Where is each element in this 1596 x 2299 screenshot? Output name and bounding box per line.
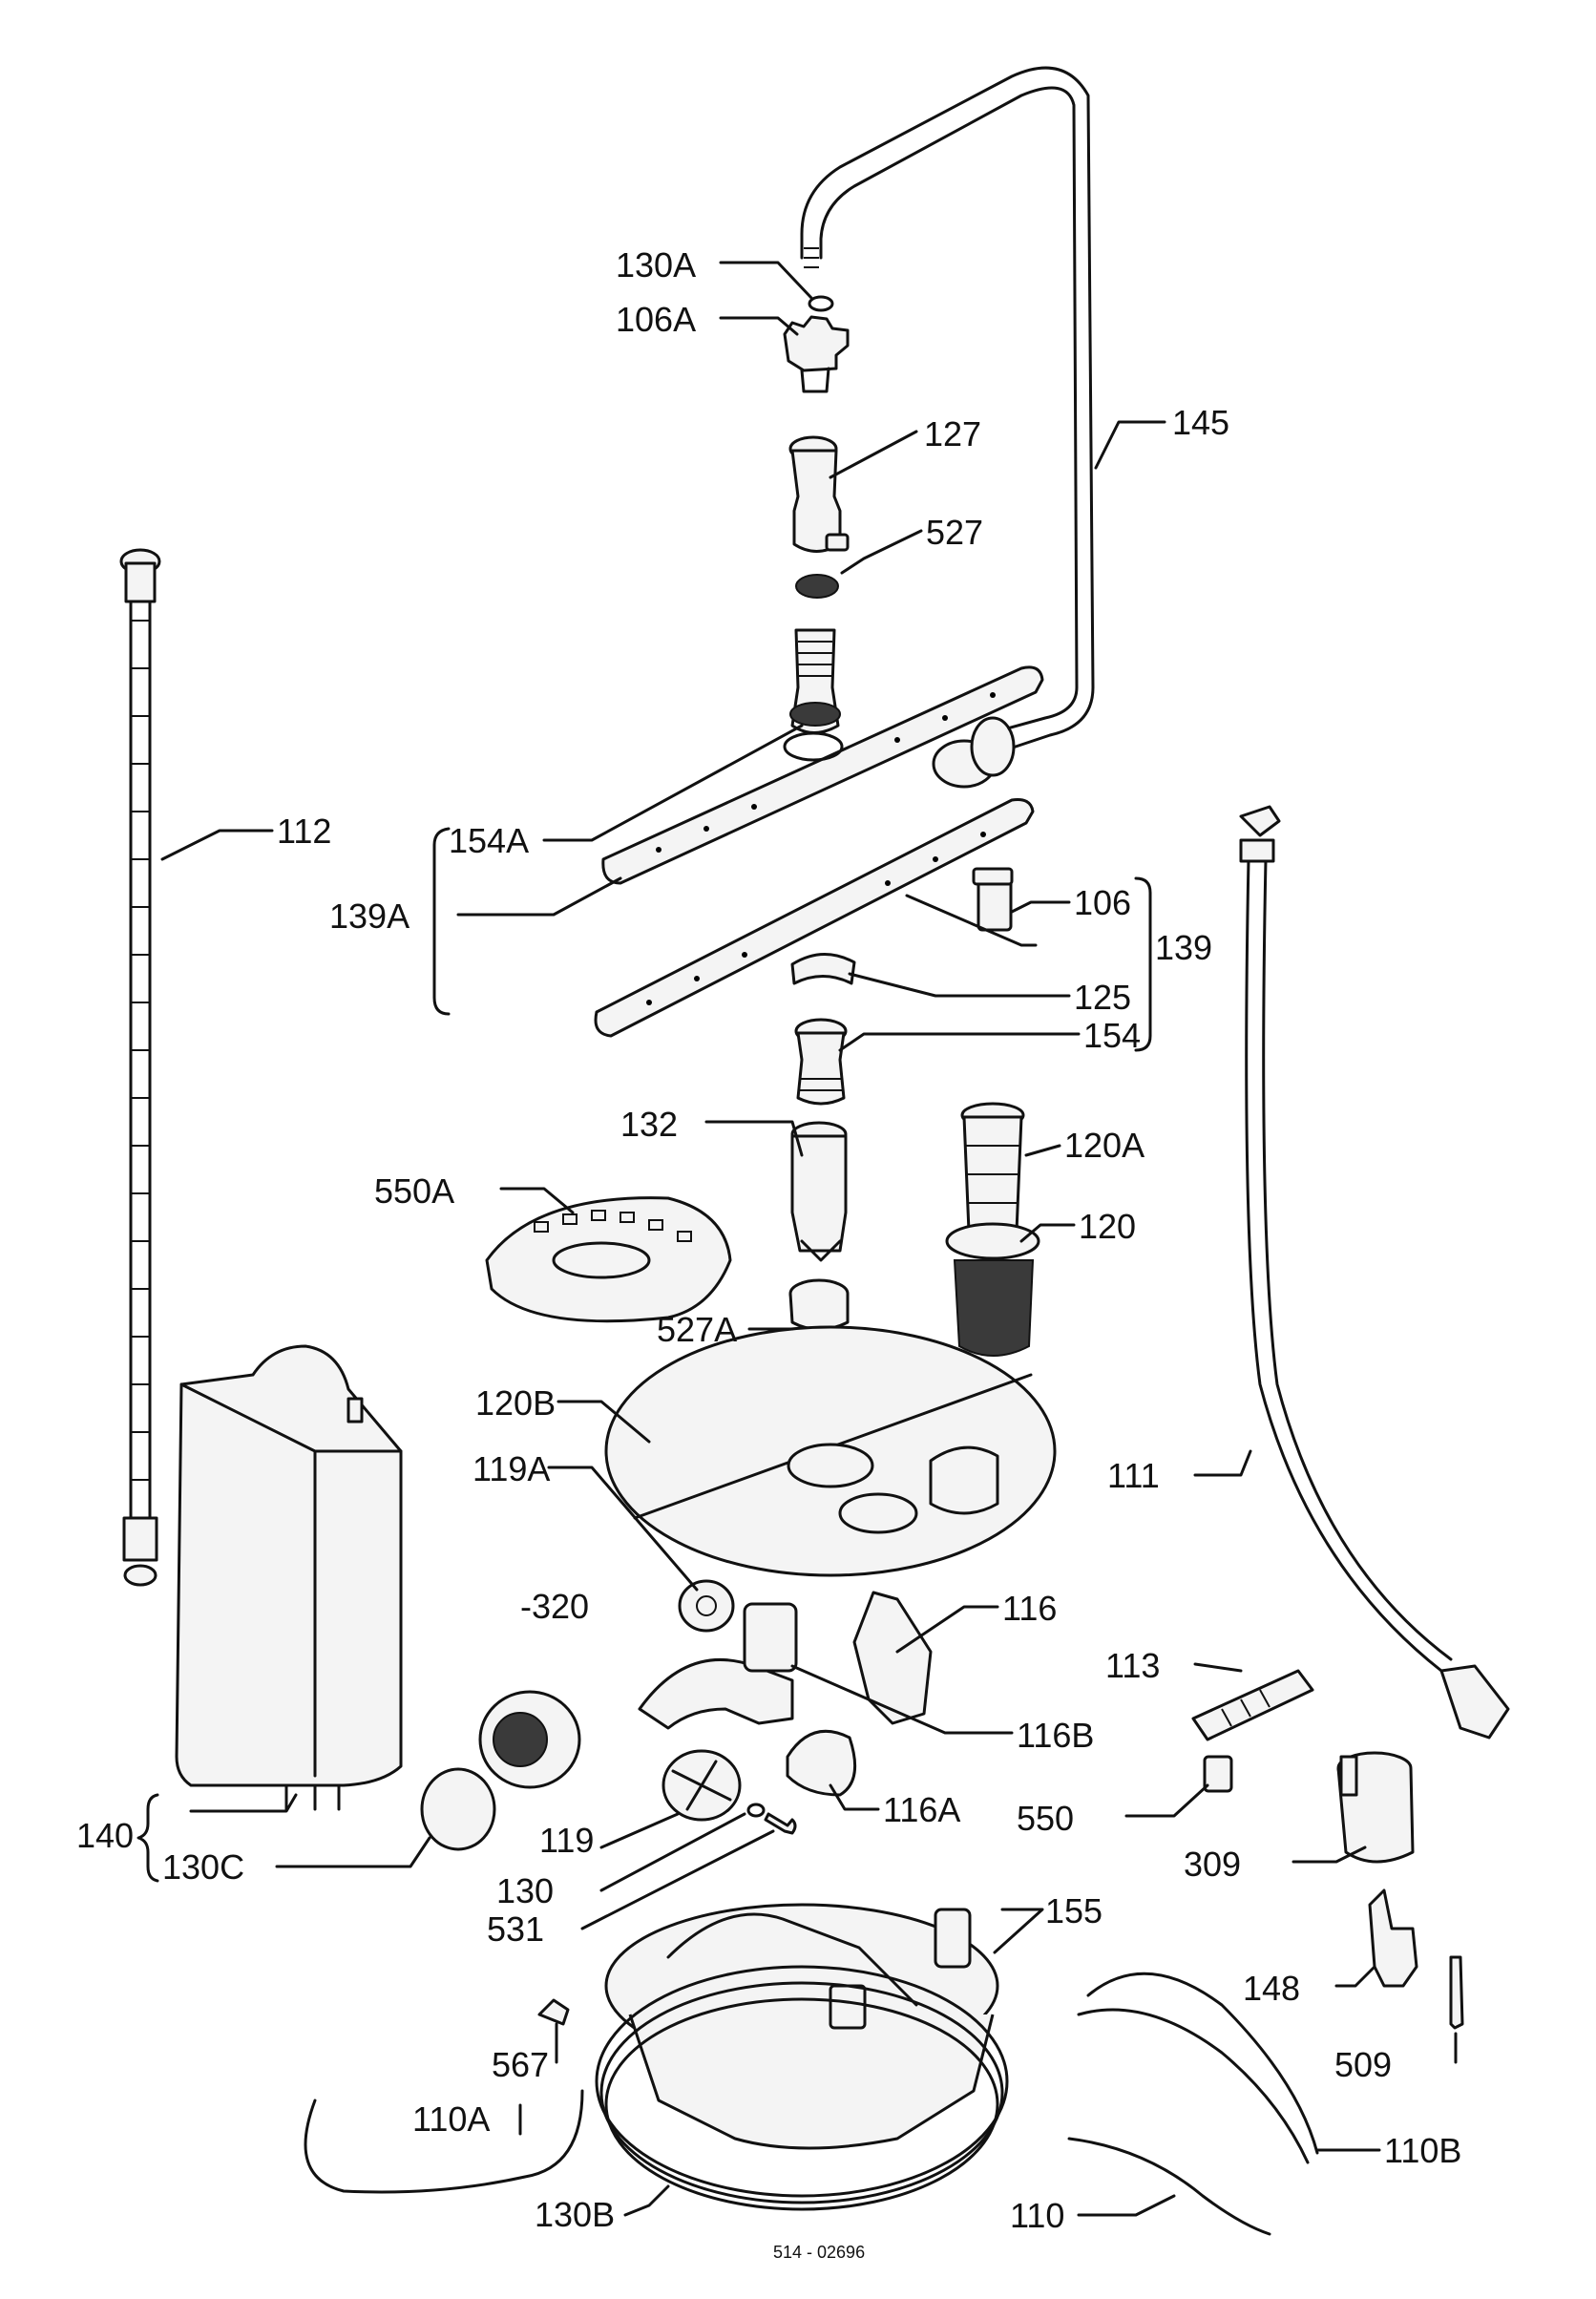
label-531: 531 <box>487 1909 544 1949</box>
block-550 <box>1203 1755 1233 1793</box>
label-130: 130 <box>496 1871 554 1910</box>
label-112: 112 <box>277 812 331 851</box>
label-132: 132 <box>620 1105 678 1144</box>
label-527A: 527A <box>657 1310 737 1349</box>
nut-527 <box>795 574 839 599</box>
clip-125 <box>790 953 856 985</box>
label-113: 113 <box>1105 1646 1160 1685</box>
bracket-group-139 <box>1134 876 1152 1052</box>
washer-130 <box>746 1803 766 1818</box>
label-110A: 110A <box>412 2099 490 2139</box>
label-550: 550 <box>1017 1799 1074 1838</box>
label-309: 309 <box>1184 1845 1241 1884</box>
label-116B: 116B <box>1017 1716 1094 1755</box>
label-116: 116 <box>1002 1589 1057 1628</box>
cap-116A <box>786 1729 857 1797</box>
label-320: -320 <box>520 1587 589 1626</box>
hose-110A <box>304 2089 584 2194</box>
o-ring-130A <box>808 295 834 312</box>
label-567: 567 <box>492 2045 549 2084</box>
cup-309 <box>1336 1751 1415 1864</box>
label-120A: 120A <box>1064 1126 1144 1165</box>
clip-567 <box>537 1998 570 2026</box>
seal-ring-130C <box>420 1767 496 1851</box>
connector-127 <box>788 435 850 553</box>
label-120: 120 <box>1079 1207 1136 1246</box>
disc-550A <box>485 1196 732 1323</box>
label-130C: 130C <box>162 1847 244 1887</box>
label-130A: 130A <box>616 245 696 285</box>
wheel-119A <box>678 1579 735 1633</box>
label-125: 125 <box>1074 978 1131 1017</box>
strainer-plate-120B <box>604 1325 1057 1577</box>
hose-110 <box>1067 2137 1271 2236</box>
bracket-group-140 <box>136 1793 159 1883</box>
drawing-reference: 514 - 02696 <box>773 2243 865 2262</box>
screw-531 <box>764 1812 797 1835</box>
bracket-116 <box>852 1591 933 1725</box>
label-154: 154 <box>1083 1016 1141 1055</box>
label-106A: 106A <box>616 300 696 339</box>
lower-spray-arm-139 <box>594 798 1035 1038</box>
label-111: 111 <box>1107 1456 1160 1495</box>
leader-lines <box>160 261 1458 2217</box>
label-120B: 120B <box>475 1383 556 1423</box>
hose-110B <box>1077 1972 1319 2164</box>
label-550A: 550A <box>374 1171 454 1211</box>
label-127: 127 <box>924 414 981 453</box>
upper-spray-arm-139A <box>601 665 1044 885</box>
label-119A: 119A <box>472 1449 550 1488</box>
ring-527A <box>788 1278 850 1331</box>
filter-120 <box>945 1222 1040 1357</box>
bracket-148 <box>1368 1888 1418 1988</box>
inlet-hose-111 <box>1239 805 1510 1740</box>
label-139A: 139A <box>329 896 410 936</box>
label-148: 148 <box>1243 1969 1300 2008</box>
valve-113 <box>1191 1669 1314 1741</box>
upper-supply-tube-145 <box>800 66 1095 789</box>
pump-housing-320 <box>478 1690 581 1789</box>
sump-155 <box>604 1903 999 2150</box>
sleeve-154 <box>794 1018 848 1106</box>
label-139: 139 <box>1155 928 1212 967</box>
label-130B: 130B <box>535 2195 615 2234</box>
label-154A: 154A <box>449 821 529 860</box>
label-155: 155 <box>1045 1891 1102 1930</box>
nut-106A <box>783 315 850 393</box>
label-509: 509 <box>1334 2045 1392 2084</box>
part-labels: 130A 106A 127 145 527 112 154A 139A 106 … <box>76 245 1461 2262</box>
label-106: 106 <box>1074 883 1131 922</box>
gasket-130B <box>595 1965 1009 2211</box>
corrugated-hose-112 <box>119 548 161 1587</box>
label-110B: 110B <box>1384 2131 1461 2170</box>
label-119: 119 <box>539 1821 594 1860</box>
bracket-group-139A <box>432 827 451 1016</box>
label-140: 140 <box>76 1816 134 1855</box>
label-527: 527 <box>926 513 983 552</box>
label-145: 145 <box>1172 403 1229 442</box>
impeller-119 <box>662 1749 742 1822</box>
nozzle-154A <box>789 628 841 734</box>
tank-140 <box>175 1344 403 1811</box>
label-116A: 116A <box>883 1790 960 1829</box>
label-110: 110 <box>1010 2196 1064 2235</box>
pin-509 <box>1449 1955 1464 2030</box>
tube-132 <box>790 1121 848 1262</box>
housing-116B <box>638 1602 798 1730</box>
filter-120A <box>960 1102 1025 1234</box>
block-106 <box>972 867 1014 932</box>
